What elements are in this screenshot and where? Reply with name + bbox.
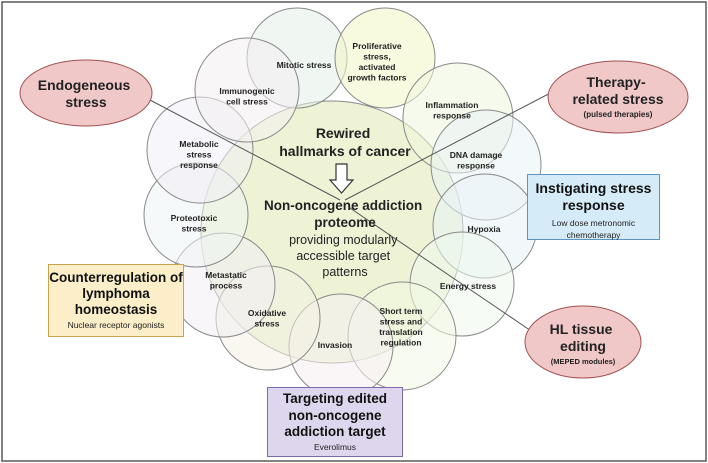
connector-therapy	[344, 87, 561, 201]
down-arrow	[328, 163, 355, 194]
therapy-related-stress-label: Therapy- related stress	[572, 74, 663, 107]
petal-circles	[143, 7, 542, 399]
counterregulation-title: Counterregulation of lymphoma homeostasi…	[49, 270, 183, 317]
therapy-related-stress-sub: (pulsed therapies)	[584, 110, 653, 119]
petal-label-6: Energy stress	[440, 281, 496, 291]
petal-circle-2	[334, 7, 436, 109]
instigating-stress-sub: Low dose metronomic chemotherapy	[551, 218, 636, 240]
counterregulation-sub: Nuclear receptor agonists	[67, 320, 165, 330]
endogeneous-stress-oval	[19, 59, 153, 127]
targeting-edited-box: Targeting edited non-oncogene addiction …	[267, 387, 403, 457]
center-description: providing modularly accessible target pa…	[289, 233, 401, 279]
targeting-edited-sub: Everolimus	[313, 441, 357, 452]
counterregulation-box: Counterregulation of lymphoma homeostasi…	[48, 264, 184, 337]
petal-label-5: Hypoxia	[467, 224, 500, 234]
hl-tissue-editing-oval	[524, 305, 642, 379]
hl-tissue-editing-label: HL tissue editing	[550, 321, 617, 354]
targeting-edited-title: Targeting edited non-oncogene addiction …	[282, 391, 387, 439]
connector-hl-editing	[349, 207, 541, 338]
hl-tissue-editing-sub: (MEPED modules)	[551, 357, 616, 366]
endogeneous-stress-label: Endogeneous stress	[38, 77, 134, 110]
center-title: Rewired hallmarks of cancer	[279, 125, 411, 159]
therapy-related-stress-oval	[547, 60, 689, 134]
instigating-stress-title: Instigating stress response	[535, 180, 652, 213]
instigating-stress-box: Instigating stress response Low dose met…	[527, 174, 660, 240]
petal-label-8: Invasion	[318, 340, 352, 350]
petal-label-1: Mitotic stress	[277, 60, 332, 70]
petal-circle-13	[194, 37, 300, 143]
connector-endogeneous	[149, 99, 341, 201]
center-subtitle: Non-oncogene addiction proteome	[264, 198, 426, 230]
